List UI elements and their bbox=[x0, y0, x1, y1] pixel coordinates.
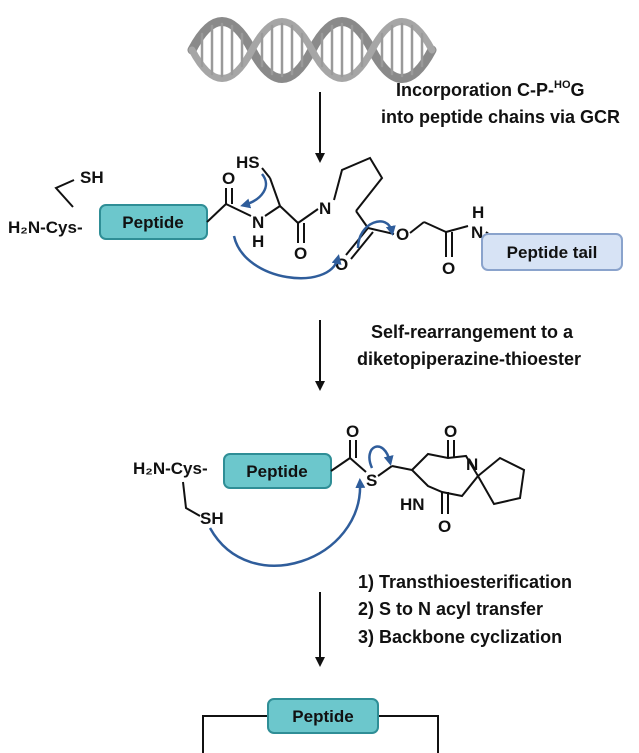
step1-label-line2: into peptide chains via GCR bbox=[381, 107, 620, 127]
mol1-peptide-tail-label: Peptide tail bbox=[507, 243, 598, 262]
mol1-o5: O bbox=[442, 259, 455, 278]
mol2-h2n-cys: H₂N-Cys- bbox=[133, 459, 208, 478]
mol2-o1: O bbox=[346, 422, 359, 441]
mol1-o1: O bbox=[222, 169, 235, 188]
mol1-h2n-cys: H₂N-Cys- bbox=[8, 218, 83, 237]
step2-label-line2: diketopiperazine-thioester bbox=[357, 349, 581, 369]
mol2-sh: SH bbox=[200, 509, 224, 528]
mol2-n: N bbox=[466, 455, 478, 474]
mol1-sh: SH bbox=[80, 168, 104, 187]
cyclic-product: Peptide bbox=[202, 698, 439, 753]
mol1-peptide-label: Peptide bbox=[122, 213, 183, 232]
product-peptide-box bbox=[267, 698, 379, 734]
mol2-peptide-label: Peptide bbox=[246, 462, 307, 481]
mol1-n2: N bbox=[319, 199, 331, 218]
step2-label-line1: Self-rearrangement to a bbox=[371, 322, 574, 342]
mol1-h2: H bbox=[472, 203, 484, 222]
mol1-n1: N bbox=[252, 213, 264, 232]
molecule-2: H₂N-Cys- SH Peptide O S O N HN O bbox=[133, 422, 526, 567]
mol2-o3: O bbox=[438, 517, 451, 536]
mol1-h1: H bbox=[252, 232, 264, 251]
step3-item3: 3) Backbone cyclization bbox=[358, 627, 562, 647]
electron-push-arrow-icon bbox=[232, 173, 396, 280]
mol2-hn: HN bbox=[400, 495, 425, 514]
dna-helix-icon bbox=[187, 17, 437, 83]
step1-label-line1: Incorporation C-P-HOG bbox=[396, 79, 585, 100]
mol1-o4: O bbox=[396, 225, 409, 244]
mol1-peptide-tail-box bbox=[481, 233, 623, 271]
mol1-hs: HS bbox=[236, 153, 260, 172]
molecule-1: H₂N-Cys- SH Peptide bbox=[8, 153, 623, 280]
mol1-n3: N bbox=[471, 223, 483, 242]
product-peptide-label: Peptide bbox=[292, 707, 353, 726]
mol1-o2: O bbox=[294, 244, 307, 263]
mol2-o2: O bbox=[444, 422, 457, 441]
step3-item1: 1) Transthioesterification bbox=[358, 572, 572, 592]
mol2-s: S bbox=[366, 471, 377, 490]
step3-item2: 2) S to N acyl transfer bbox=[358, 599, 543, 619]
electron-push-arrow-icon bbox=[208, 445, 394, 567]
